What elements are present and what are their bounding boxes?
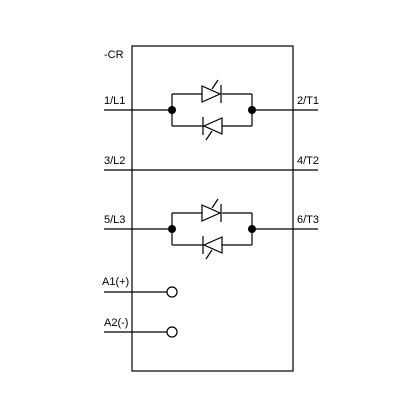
phase-1-right-junction [248, 106, 256, 114]
control-a1-terminal-icon [166, 286, 178, 298]
phase-1-left-junction [168, 106, 176, 114]
terminal-label-a2: A2(-) [104, 317, 128, 329]
terminal-label-6-t3: 6/T3 [297, 214, 319, 226]
phase-1-circuit [104, 79, 318, 141]
device-enclosure [131, 45, 294, 372]
phase-1-reverse-thyristor-icon [202, 117, 223, 141]
device-designation: -CR [104, 49, 124, 61]
phase-3-reverse-thyristor-icon [202, 236, 223, 260]
phase-3-circuit [104, 198, 318, 260]
terminal-label-5-l3: 5/L3 [104, 214, 125, 226]
phase-3-forward-thyristor-icon [201, 198, 222, 222]
phase-3-left-junction [168, 225, 176, 233]
terminal-label-4-t2: 4/T2 [297, 155, 319, 167]
terminal-label-3-l2: 3/L2 [104, 155, 125, 167]
terminal-label-a1: A1(+) [102, 276, 129, 288]
terminal-label-1-l1: 1/L1 [104, 95, 125, 107]
control-a2-terminal-icon [166, 326, 178, 338]
terminal-label-2-t1: 2/T1 [297, 95, 319, 107]
phase-1-forward-thyristor-icon [201, 79, 222, 103]
phase-3-right-junction [248, 225, 256, 233]
